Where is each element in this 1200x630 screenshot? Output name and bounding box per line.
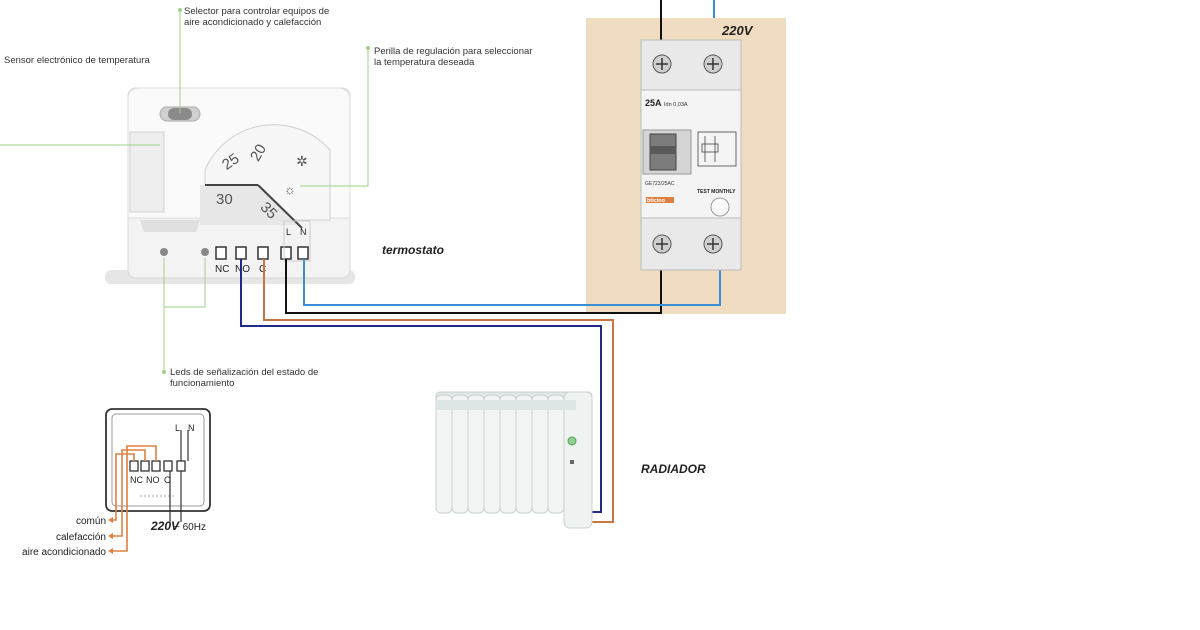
small-terminal-label-c: C	[164, 475, 171, 485]
small-terminal-label-no: NO	[146, 475, 160, 485]
annotation-sensor: Sensor electrónico de temperatura	[4, 55, 150, 66]
legend-calefaccion: calefacción	[56, 532, 106, 543]
dial-number-25: 25	[219, 150, 242, 173]
small-terminal-label-n: N	[188, 423, 195, 433]
terminal-no	[235, 246, 247, 260]
terminal-label-n: N	[300, 227, 307, 237]
dial-sun-icon: ☼	[284, 182, 296, 197]
dial-snowflake-icon: ✲	[296, 153, 308, 169]
radiator	[435, 391, 593, 529]
voltage-label-bottom: 220V	[151, 519, 180, 533]
legend-aire-acondicionado: aire acondicionado	[22, 547, 106, 558]
breaker-brand: bticino	[647, 198, 666, 204]
terminal-label-nc: NC	[215, 264, 229, 275]
terminal-c	[257, 246, 269, 260]
breaker-sensitivity: Idn 0,03A	[664, 102, 688, 108]
small-terminal-label-nc: NC	[130, 475, 143, 485]
breaker-rating: 25A	[645, 98, 662, 108]
wires	[240, 0, 721, 523]
terminal-nc	[215, 246, 227, 260]
voltage-label-top: 220V	[722, 23, 753, 38]
annotation-leds: Leds de señalización del estado de funci…	[170, 367, 319, 389]
annotation-leaders	[0, 8, 370, 374]
terminal-n	[297, 246, 309, 260]
terminal-label-l: L	[286, 227, 291, 237]
radiator-control-led	[567, 436, 577, 446]
dial-number-30: 30	[216, 191, 233, 208]
test-monthly-label: TEST MONTHLY	[697, 189, 736, 195]
mode-selector-switch[interactable]	[168, 108, 192, 120]
led-indicator-right	[201, 248, 209, 256]
dial-number-20: 20	[247, 141, 270, 164]
frequency-label: ~ 60Hz	[174, 522, 206, 533]
terminal-l	[280, 246, 292, 260]
radiador-label: RADIADOR	[641, 462, 706, 476]
temperature-sensor	[129, 131, 165, 213]
led-indicator-left	[160, 248, 168, 256]
annotation-selector: Selector para controlar equipos de aire …	[184, 6, 330, 28]
terminal-label-no: NO	[235, 264, 250, 275]
small-schematic	[105, 408, 211, 554]
breaker-model: GE723/25AC	[645, 181, 675, 187]
terminal-label-c: C	[259, 264, 266, 275]
temperature-knob[interactable]	[200, 115, 331, 229]
annotation-knob: Perilla de regulación para seleccionar l…	[374, 46, 533, 68]
legend-comun: común	[76, 516, 106, 527]
test-button[interactable]	[710, 197, 730, 217]
residual-current-breaker	[640, 39, 742, 271]
small-terminal-label-l: L	[175, 423, 180, 433]
termostato-label: termostato	[382, 243, 445, 257]
